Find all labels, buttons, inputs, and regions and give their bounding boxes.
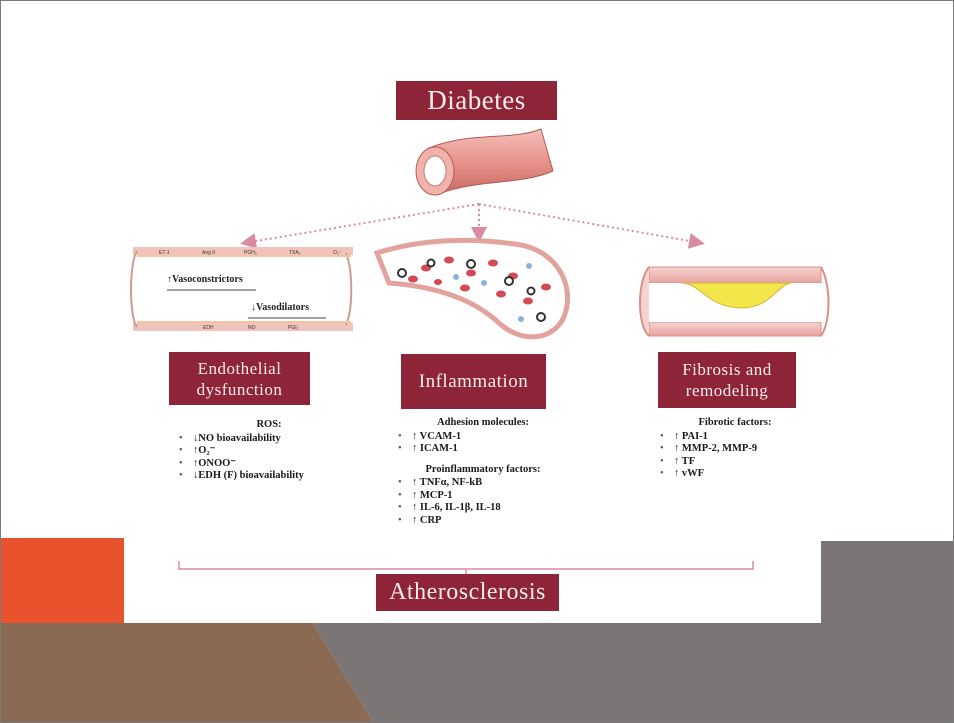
fibrosis-remodeling-box: Fibrosis and remodeling [658, 352, 796, 408]
deco-brown-band [1, 623, 373, 722]
list-item: ↑O₂⁻ [179, 445, 359, 458]
endothelial-dysfunction-box: Endothelial dysfunction [169, 352, 310, 405]
arrow-left [244, 204, 479, 243]
branch-arrows [244, 204, 701, 243]
vessel-label-et1: ET-1 [159, 250, 170, 256]
fibrotic-factors-heading: Fibrotic factors: [660, 417, 810, 430]
list-item: ↑ VCAM-1 [398, 431, 568, 444]
list-item: ↑ ICAM-1 [398, 443, 568, 456]
list-item: ↑ MMP-2, MMP-9 [660, 443, 810, 456]
endothelial-factor-list: ROS: ↓NO bioavailability ↑O₂⁻ ↑ONOO⁻ ↓ED… [179, 419, 359, 483]
endothelial-vessel-diagram [131, 247, 353, 331]
list-item: ↑ CRP [398, 515, 568, 528]
diabetes-title-box: Diabetes [396, 81, 557, 120]
vessel-label-edh: EDH [203, 325, 214, 331]
vessel-label-no: NO [248, 325, 256, 331]
list-item: ↓EDH (F) bioavailability [179, 470, 359, 483]
deco-gray-band [313, 623, 953, 722]
ros-heading: ROS: [179, 419, 359, 432]
blood-vessel-icon [416, 129, 553, 195]
vasoconstrictors-label: ↑Vasoconstrictors [167, 274, 243, 285]
atherosclerosis-title: Atherosclerosis [389, 579, 546, 606]
proinflammatory-heading: Proinflammatory factors: [398, 464, 568, 477]
list-item: ↑ TF [660, 456, 810, 469]
inflammation-title: Inflammation [419, 371, 528, 393]
list-item: ↑ TNFα, NF-kB [398, 477, 568, 490]
endothelial-title-line2: dysfunction [197, 379, 283, 400]
inflammation-vessel-diagram [377, 240, 568, 337]
fibrotic-factor-list: Fibrotic factors: ↑ PAI-1 ↑ MMP-2, MMP-9… [660, 417, 810, 481]
endothelial-title-line1: Endothelial [198, 358, 282, 379]
list-item: ↑ MCP-1 [398, 490, 568, 503]
fibrosis-title-line1: Fibrosis and [682, 359, 772, 380]
list-item: ↑ONOO⁻ [179, 458, 359, 471]
fibrosis-vessel-diagram [640, 267, 829, 336]
list-item: ↑ IL-6, IL-1β, IL-18 [398, 502, 568, 515]
vessel-label-pgh2: PGH₂ [244, 250, 257, 256]
fibrosis-title-line2: remodeling [686, 380, 768, 401]
bottom-decoration [1, 538, 953, 722]
vessel-label-ang2: Ang II [202, 250, 215, 256]
list-item: ↑ vWF [660, 468, 810, 481]
list-item: ↓NO bioavailability [179, 433, 359, 446]
inflammation-factor-list: Adhesion molecules: ↑ VCAM-1 ↑ ICAM-1 Pr… [398, 417, 568, 527]
vasodilators-label: ↓Vasodilators [251, 302, 309, 313]
arrow-right [479, 204, 701, 243]
list-item: ↑ PAI-1 [660, 431, 810, 444]
vessel-label-pgi2: PGI₂ [288, 325, 299, 331]
diabetes-title: Diabetes [427, 85, 525, 116]
adhesion-molecules-heading: Adhesion molecules: [398, 417, 568, 430]
vessel-label-o2: O₂⁻ [333, 250, 341, 256]
inflammation-box: Inflammation [401, 354, 546, 409]
atherosclerosis-box: Atherosclerosis [376, 574, 559, 611]
vessel-label-txa2: TXA₂ [289, 250, 301, 256]
